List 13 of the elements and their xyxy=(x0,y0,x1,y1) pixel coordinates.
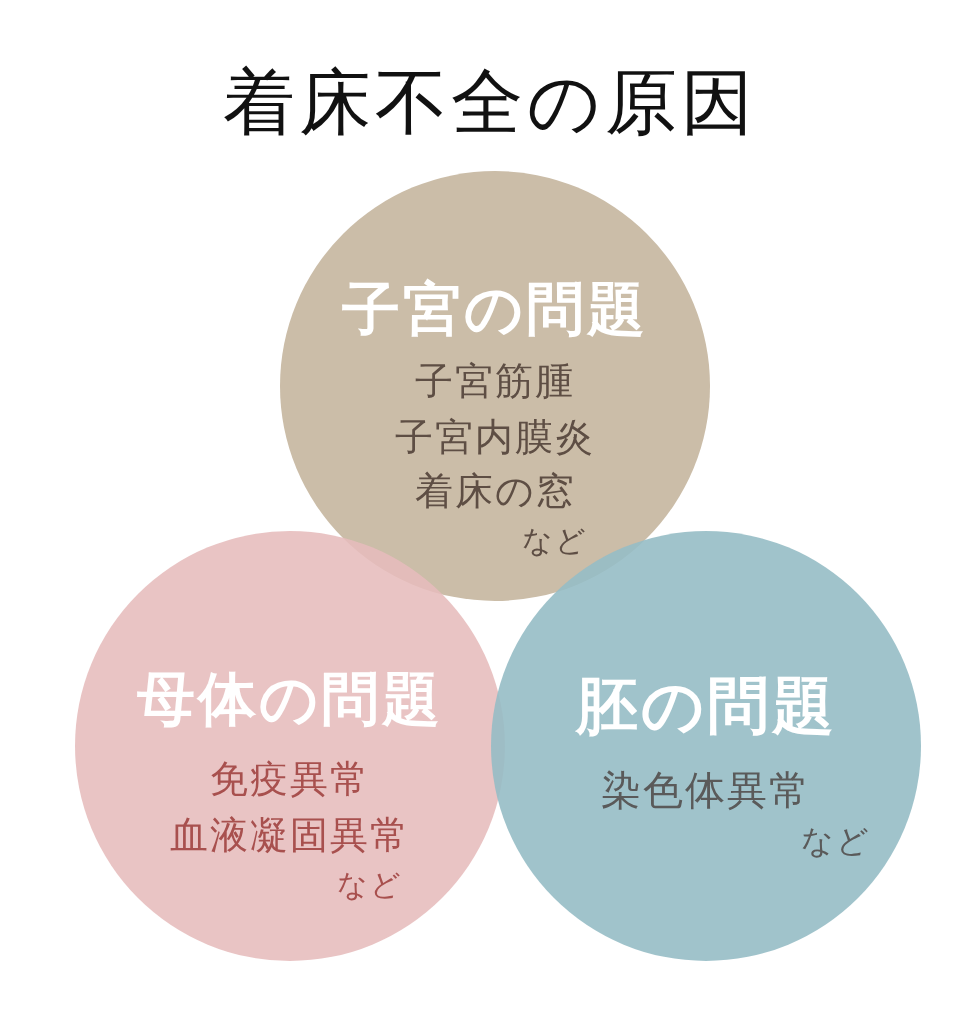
cause-item: 染色体異常 xyxy=(601,770,811,810)
etc-note: など xyxy=(337,870,403,900)
cause-item: 子宮内膜炎 xyxy=(395,418,595,456)
etc-note: など xyxy=(522,526,588,556)
cause-item: 子宮筋腫 xyxy=(415,362,575,400)
category-heading: 母体の問題 xyxy=(137,670,443,728)
cause-item: 免疫異常 xyxy=(210,760,370,798)
category-heading: 胚の問題 xyxy=(575,675,837,737)
category-heading: 子宮の問題 xyxy=(342,280,648,338)
etc-note: など xyxy=(801,825,871,857)
title: 着床不全の原因 xyxy=(221,59,758,146)
cause-item: 血液凝固異常 xyxy=(170,816,410,854)
cause-item: 着床の窓 xyxy=(414,472,576,510)
